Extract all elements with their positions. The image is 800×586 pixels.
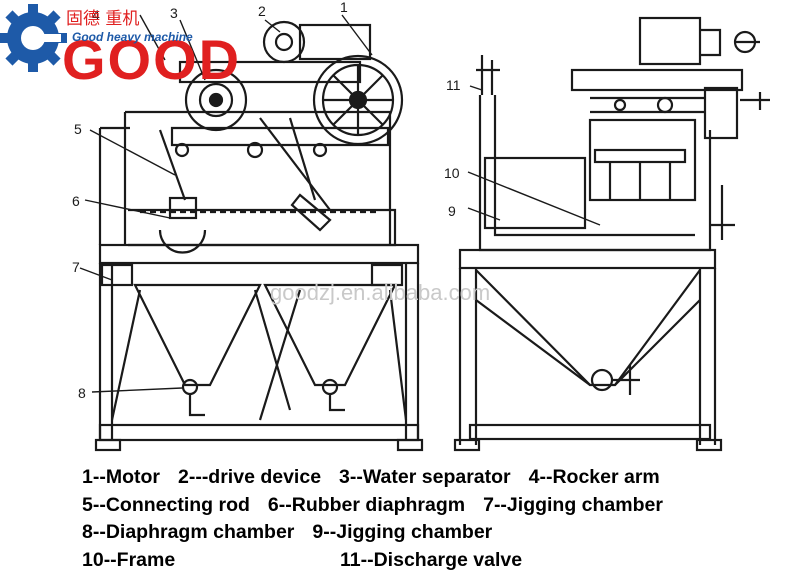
legend-item: 4--Rocker arm [528, 466, 660, 488]
callout-4: 4 [92, 7, 100, 23]
callout-1: 1 [340, 0, 348, 15]
legend-item: 10--Frame [82, 548, 176, 571]
legend-row: 8--Diaphragm chamber 9--Jigging chamber [82, 519, 794, 547]
callout-5: 5 [74, 121, 82, 137]
callout-8: 8 [78, 385, 86, 401]
company-logo: GOOD 固德 重机 Good heavy machine [0, 4, 241, 91]
callout-10: 10 [444, 165, 460, 181]
drive-flywheel-left [184, 68, 248, 132]
parts-legend: 1--Motor 2---drive device 3--Water separat… [82, 464, 794, 574]
callout-2: 2 [258, 3, 266, 19]
callout-3: 3 [170, 5, 178, 21]
callout-leaders [79, 14, 601, 393]
callout-7: 7 [72, 259, 80, 275]
legend-row: 5--Connecting rod 6--Rubber diaphragm 7--J… [82, 492, 794, 520]
legend-item: 8--Diaphragm chamber [82, 521, 295, 543]
legend-item: 7--Jigging chamber [483, 493, 663, 516]
left-machine-view [94, 20, 424, 452]
logo-chinese: 固德 重机 [66, 9, 139, 29]
logo-tagline: Good heavy machine [72, 30, 193, 44]
legend-item: 2---drive device [177, 466, 322, 488]
legend-item: 1--Motor [82, 466, 160, 488]
legend-item: 3--Water separator [339, 466, 511, 488]
callout-9: 9 [448, 203, 456, 219]
legend-row: 1--Motor 2---drive device 3--Water separat… [82, 464, 794, 492]
legend-row: 10--Frame 11--Discharge valve [82, 547, 794, 575]
legend-item: 9--Jigging chamber [312, 521, 493, 543]
watermark: goodzj.en.alibaba.com [270, 280, 490, 305]
callout-11: 11 [446, 77, 461, 93]
callout-6: 6 [72, 193, 80, 209]
gear-icon [0, 4, 67, 72]
legend-item: 5--Connecting rod [82, 493, 250, 516]
legend-item: 11--Discharge valve [340, 548, 523, 571]
right-machine-view [453, 16, 770, 452]
legend-item: 6--Rubber diaphragm [267, 493, 466, 516]
logo-wordmark: GOOD [62, 28, 241, 91]
callout-numbers: 4 3 2 1 5 6 7 8 9 10 11 [72, 0, 461, 401]
